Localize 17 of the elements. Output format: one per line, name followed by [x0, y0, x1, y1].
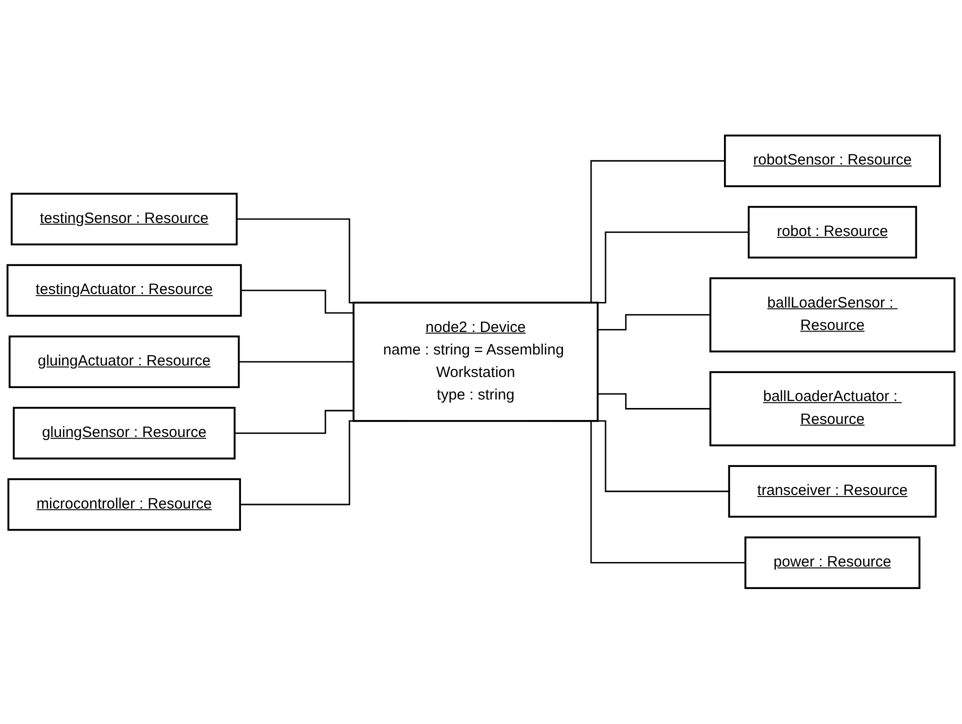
- node-box: gluingSensor : Resource: [12, 407, 236, 460]
- connector: [238, 361, 354, 363]
- node-box: power : Resource: [744, 536, 920, 590]
- node-box: testingActuator : Resource: [6, 264, 242, 317]
- node-box: transceiver : Resource: [728, 465, 937, 518]
- connector: [234, 410, 354, 434]
- node-box: testingSensor : Resource: [10, 193, 238, 246]
- node-box: robotSensor : Resource: [724, 134, 941, 188]
- node-box: ballLoaderSensor : Resource: [709, 278, 956, 353]
- node-box: ballLoaderActuator : Resource: [709, 371, 956, 446]
- node-box: gluingActuator : Resource: [8, 336, 240, 388]
- node-box: robot : Resource: [748, 206, 918, 259]
- connector: [598, 314, 710, 331]
- connector: [598, 393, 710, 410]
- node-box: node2 : Device name : string = Assembling Workstation type : string: [352, 302, 599, 422]
- node-box: microcontroller : Resource: [7, 478, 241, 532]
- connector: [240, 290, 354, 314]
